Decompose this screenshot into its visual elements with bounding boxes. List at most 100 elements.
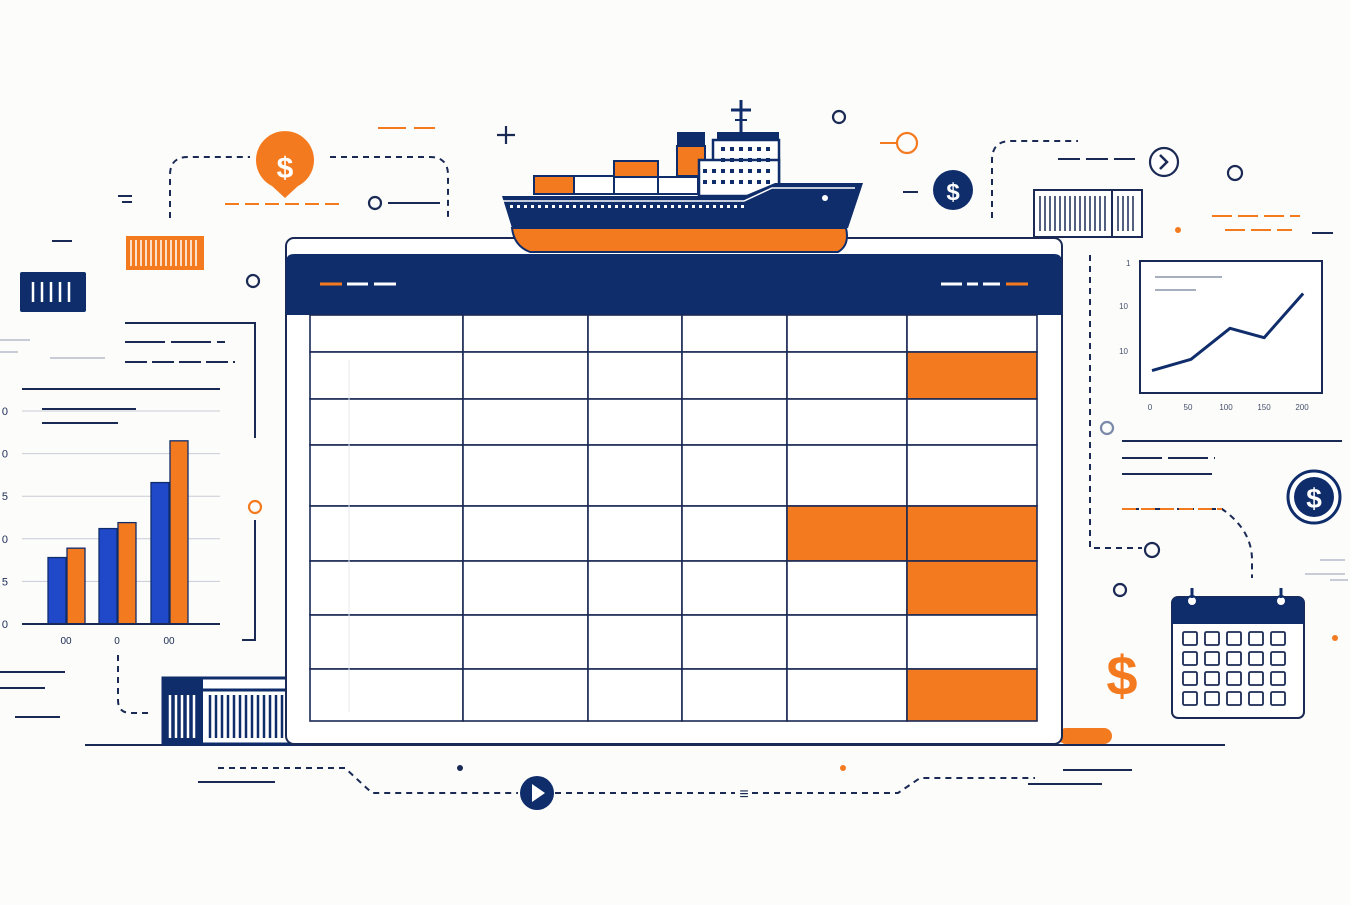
spreadsheet-cell[interactable] [681, 398, 788, 446]
spreadsheet-cell[interactable] [681, 505, 788, 562]
spreadsheet-cell[interactable] [309, 505, 464, 562]
calendar-day-cell [1248, 691, 1264, 706]
spreadsheet-cell-highlighted[interactable] [906, 505, 1038, 562]
spreadsheet-cell[interactable] [462, 398, 589, 446]
spreadsheet-cell-highlighted[interactable] [906, 668, 1038, 722]
spreadsheet-cell[interactable] [309, 560, 464, 616]
spreadsheet-cell-highlighted[interactable] [786, 505, 908, 562]
spreadsheet-cell[interactable] [587, 444, 683, 507]
spreadsheet-cell[interactable] [786, 351, 908, 400]
calendar-day-cell [1226, 671, 1242, 686]
spreadsheet-cell[interactable] [906, 314, 1038, 353]
calendar-day-cell [1204, 651, 1220, 666]
bar-chart-y-tick: 5 [2, 576, 8, 588]
spreadsheet-cell[interactable] [906, 444, 1038, 507]
bar-chart-y-tick: 5 [2, 491, 8, 503]
bar-series-0-cat-0 [47, 556, 67, 625]
spreadsheet-cell[interactable] [309, 314, 464, 353]
spreadsheet-cell[interactable] [786, 398, 908, 446]
spreadsheet-cell[interactable] [681, 560, 788, 616]
spreadsheet-cell-highlighted[interactable] [906, 560, 1038, 616]
spreadsheet-cell[interactable] [587, 560, 683, 616]
svg-text:≡: ≡ [739, 786, 748, 803]
spreadsheet-cell[interactable] [786, 444, 908, 507]
calendar-day-cell [1182, 651, 1198, 666]
container-navy-icon [20, 272, 86, 312]
spreadsheet-cell[interactable] [587, 614, 683, 670]
line-chart-y-tick: 10 [1119, 302, 1128, 311]
spreadsheet-cell[interactable] [786, 668, 908, 722]
line-chart-x-tick: 0 [1148, 403, 1153, 412]
spreadsheet-cell[interactable] [587, 398, 683, 446]
calendar-day-cell [1182, 631, 1198, 646]
calendar-day-cell [1226, 691, 1242, 706]
spreadsheet-cell[interactable] [681, 668, 788, 722]
spreadsheet-cell[interactable] [587, 668, 683, 722]
spreadsheet-cell[interactable] [786, 560, 908, 616]
calendar-day-cell [1248, 651, 1264, 666]
line-chart-top-tick: 1 [1126, 259, 1131, 268]
calendar-day-cell [1182, 691, 1198, 706]
spreadsheet-cell[interactable] [309, 444, 464, 507]
currency-badge-icon: $ [1286, 469, 1342, 525]
currency-sign-icon: $ [1106, 644, 1137, 707]
svg-text:$: $ [277, 152, 294, 185]
currency-coin-icon: $ [933, 170, 973, 210]
line-chart-x-tick: 200 [1295, 403, 1309, 412]
spreadsheet-cell[interactable] [786, 614, 908, 670]
spreadsheet-cell[interactable] [462, 351, 589, 400]
calendar-day-cell [1270, 671, 1286, 686]
calendar-day-cell [1204, 691, 1220, 706]
spreadsheet-cell[interactable] [587, 505, 683, 562]
bar-chart-y-tick: 0 [2, 534, 8, 546]
spreadsheet-cell[interactable] [309, 398, 464, 446]
spreadsheet-cell[interactable] [462, 560, 589, 616]
spreadsheet-cell[interactable] [786, 314, 908, 353]
container-orange-icon [126, 236, 204, 270]
bar-chart-y-tick: 0 [2, 406, 8, 418]
spreadsheet-cell[interactable] [462, 444, 589, 507]
calendar-day-cell [1270, 691, 1286, 706]
spreadsheet-header-bar [286, 254, 1062, 315]
play-button[interactable] [520, 776, 554, 810]
calendar-day-cell [1226, 651, 1242, 666]
calendar-icon [1171, 588, 1305, 719]
svg-text:$: $ [1306, 483, 1322, 514]
spreadsheet-cell[interactable] [681, 351, 788, 400]
spreadsheet-cell[interactable] [462, 668, 589, 722]
spreadsheet-cell[interactable] [309, 351, 464, 400]
spreadsheet-cell[interactable] [462, 505, 589, 562]
container-outline-icon [1033, 189, 1143, 238]
calendar-day-cell [1248, 671, 1264, 686]
bar-series-1-cat-0 [66, 547, 86, 625]
spreadsheet-cell[interactable] [681, 314, 788, 353]
chevron-right-icon[interactable] [1148, 146, 1180, 178]
spreadsheet-cell[interactable] [309, 668, 464, 722]
currency-pin-icon: $ [256, 131, 314, 198]
spreadsheet-cell[interactable] [462, 314, 589, 353]
spreadsheet-cell[interactable] [587, 314, 683, 353]
spreadsheet-cell[interactable] [681, 444, 788, 507]
menu-icon[interactable]: ≡ [739, 786, 748, 803]
calendar-day-cell [1270, 651, 1286, 666]
bar-chart-x-tick: 0 [114, 636, 120, 647]
bar-series-0-cat-2 [150, 481, 170, 625]
spreadsheet-cell[interactable] [906, 398, 1038, 446]
spreadsheet-cell[interactable] [681, 614, 788, 670]
line-chart-x-tick: 150 [1257, 403, 1271, 412]
calendar-day-cell [1248, 631, 1264, 646]
line-chart-x-tick: 50 [1184, 403, 1193, 412]
calendar-day-cell [1204, 631, 1220, 646]
spreadsheet-cell[interactable] [462, 614, 589, 670]
spreadsheet-cell[interactable] [906, 614, 1038, 670]
calendar-day-cell [1204, 671, 1220, 686]
bar-chart-y-tick: 0 [2, 449, 8, 461]
bar-series-1-cat-1 [117, 521, 137, 625]
calendar-day-cell [1226, 631, 1242, 646]
spreadsheet-cell[interactable] [309, 614, 464, 670]
spreadsheet-cell[interactable] [587, 351, 683, 400]
spreadsheet-cell-highlighted[interactable] [906, 351, 1038, 400]
